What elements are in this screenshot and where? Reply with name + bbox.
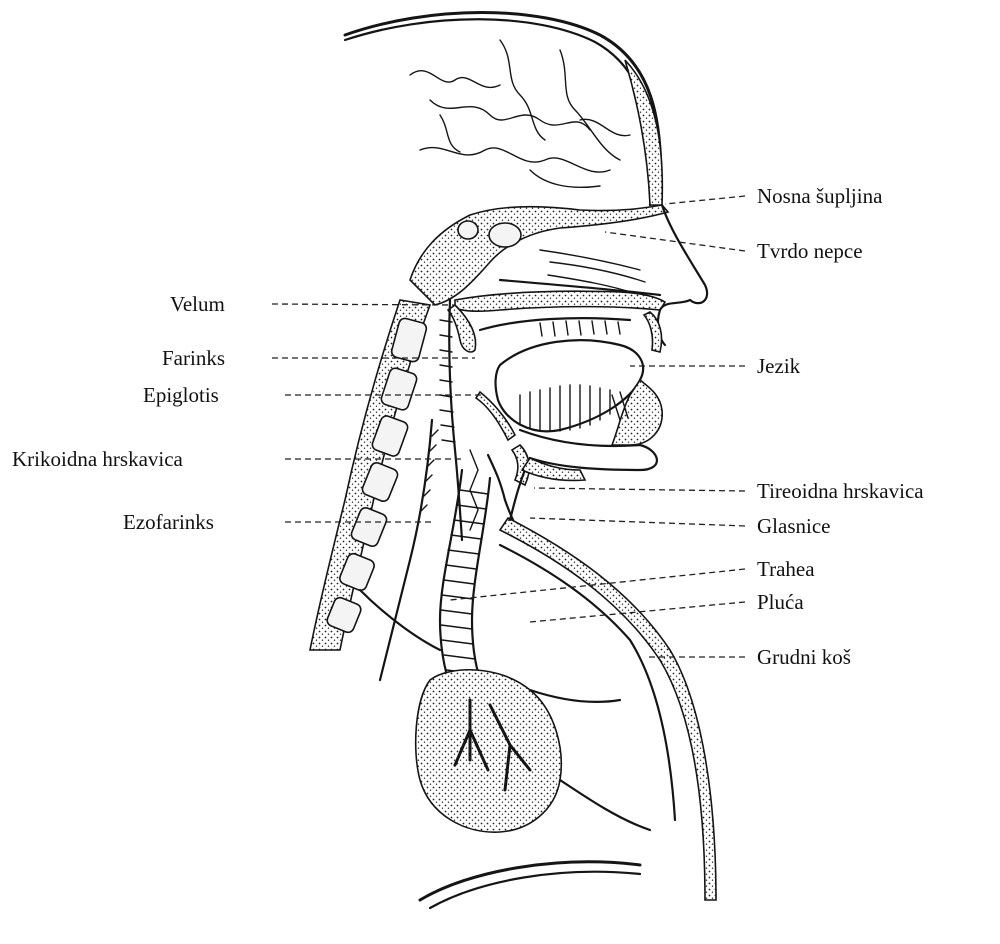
lower-jaw <box>520 380 662 470</box>
label-pluca: Pluća <box>757 590 804 614</box>
label-velum: Velum <box>170 292 225 316</box>
label-grudni-kos: Grudni koš <box>757 645 851 669</box>
cervical-spine <box>310 300 430 650</box>
brain-folds <box>410 40 630 187</box>
label-tvrdo-nepce: Tvrdo nepce <box>757 239 863 263</box>
skull-base <box>410 205 668 305</box>
label-farinks: Farinks <box>162 346 225 370</box>
lung <box>360 590 650 832</box>
label-jezik: Jezik <box>757 354 801 378</box>
label-glasnice: Glasnice <box>757 514 830 538</box>
hard-palate <box>455 291 665 311</box>
label-epiglotis: Epiglotis <box>143 383 219 407</box>
label-tireoidna-hrskavica: Tireoidna hrskavica <box>757 479 924 503</box>
label-trahea: Trahea <box>757 557 815 581</box>
skull-outline <box>345 13 662 206</box>
velum <box>448 305 476 352</box>
label-ezofarinks: Ezofarinks <box>123 510 214 534</box>
label-nosna-supljina: Nosna šupljina <box>757 184 883 208</box>
label-krikoidna-hrskavica: Krikoidna hrskavica <box>12 447 184 471</box>
